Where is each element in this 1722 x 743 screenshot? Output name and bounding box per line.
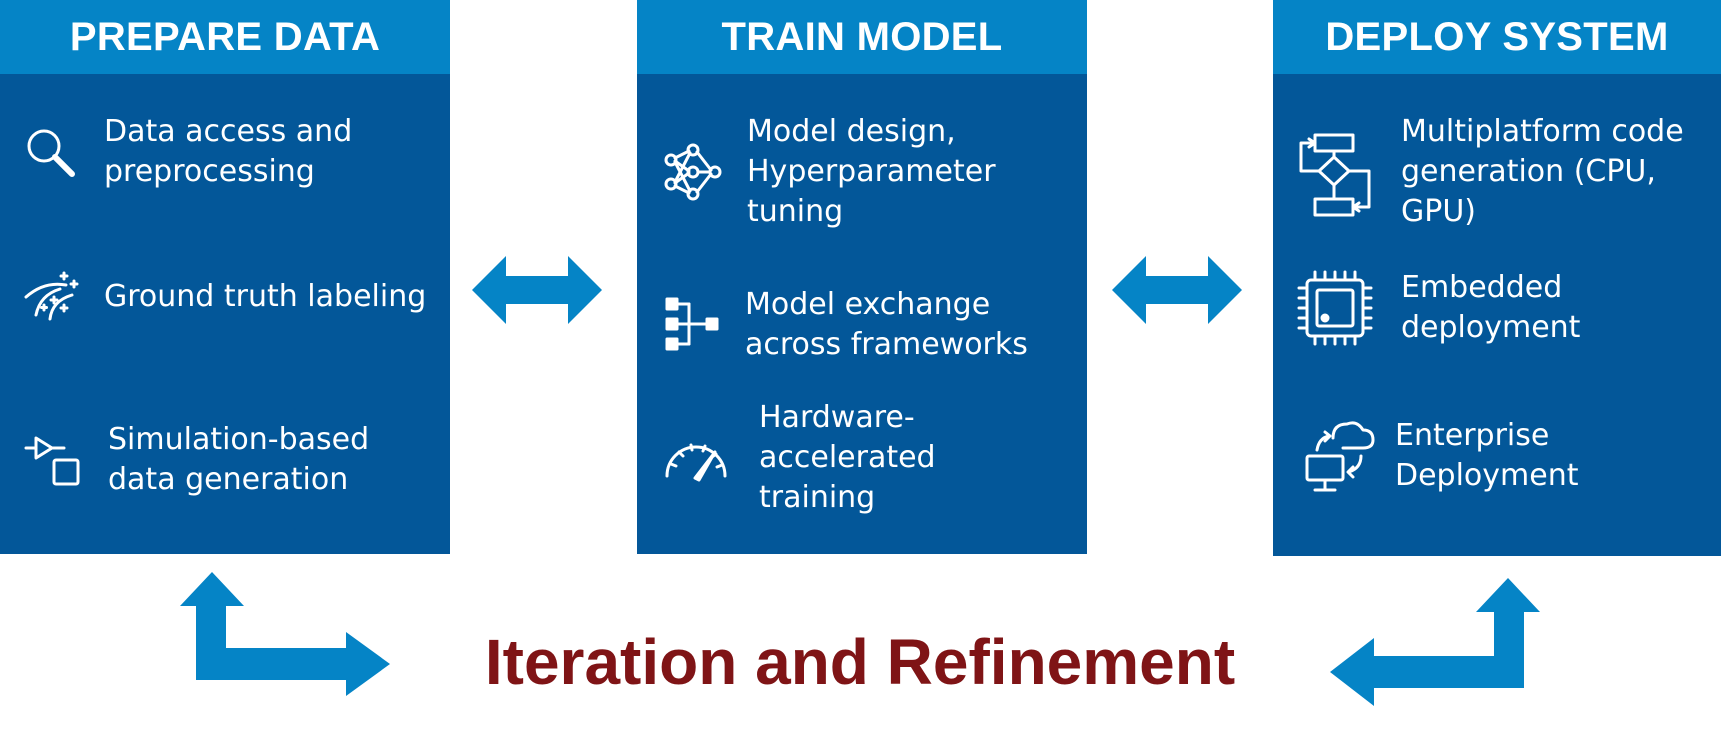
train-model-header: TRAIN MODEL <box>637 0 1087 74</box>
deploy-item-label: Embedded deployment <box>1401 270 1581 345</box>
double-arrow-prepare-train <box>472 256 602 328</box>
labeling-icon <box>20 267 80 327</box>
double-arrow-train-deploy <box>1112 256 1242 328</box>
train-item-label: Model design, Hyperparameter tuning <box>747 114 996 229</box>
prepare-item-label: Data access and preprocessing <box>104 114 353 189</box>
speedometer-icon <box>661 428 731 488</box>
simulation-icon <box>24 430 84 490</box>
chip-icon <box>1295 268 1375 348</box>
prepare-item-label: Ground truth labeling <box>104 279 427 314</box>
train-model-panel: TRAIN MODEL Model design, Hyperparameter… <box>637 0 1087 554</box>
deploy-item-codegen: Multiplatform code generation (CPU, GPU) <box>1295 112 1684 232</box>
iteration-refinement-title: Iteration and Refinement <box>484 626 1236 698</box>
deploy-item-enterprise: Enterprise Deployment <box>1303 416 1579 496</box>
feedback-arrow-left <box>180 572 390 704</box>
prepare-item-labeling: Ground truth labeling <box>20 267 426 327</box>
model-exchange-icon <box>663 295 723 355</box>
deploy-item-label: Multiplatform code generation (CPU, GPU) <box>1401 114 1684 229</box>
neural-network-icon <box>663 142 723 202</box>
deploy-item-embedded: Embedded deployment <box>1295 268 1580 348</box>
train-item-label: Hardware- accelerated training <box>759 400 936 515</box>
deploy-item-label: Enterprise Deployment <box>1395 418 1579 493</box>
cloud-computer-icon <box>1303 416 1375 496</box>
deploy-system-header: DEPLOY SYSTEM <box>1273 0 1721 74</box>
feedback-arrow-right <box>1330 578 1540 710</box>
flowchart-icon <box>1295 127 1375 217</box>
train-item-label: Model exchange across frameworks <box>745 287 1028 362</box>
train-item-model-design: Model design, Hyperparameter tuning <box>663 112 996 232</box>
prepare-data-header: PREPARE DATA <box>0 0 450 74</box>
deploy-system-panel: DEPLOY SYSTEM Multiplatform code generat… <box>1273 0 1721 556</box>
prepare-data-panel: PREPARE DATA Data access and preprocessi… <box>0 0 450 554</box>
magnifier-icon <box>20 122 80 182</box>
prepare-item-label: Simulation-based data generation <box>108 422 370 497</box>
train-item-hardware: Hardware- accelerated training <box>661 398 936 518</box>
prepare-item-data-access: Data access and preprocessing <box>20 112 352 192</box>
train-item-model-exchange: Model exchange across frameworks <box>663 285 1028 365</box>
prepare-item-simulation: Simulation-based data generation <box>24 420 369 500</box>
